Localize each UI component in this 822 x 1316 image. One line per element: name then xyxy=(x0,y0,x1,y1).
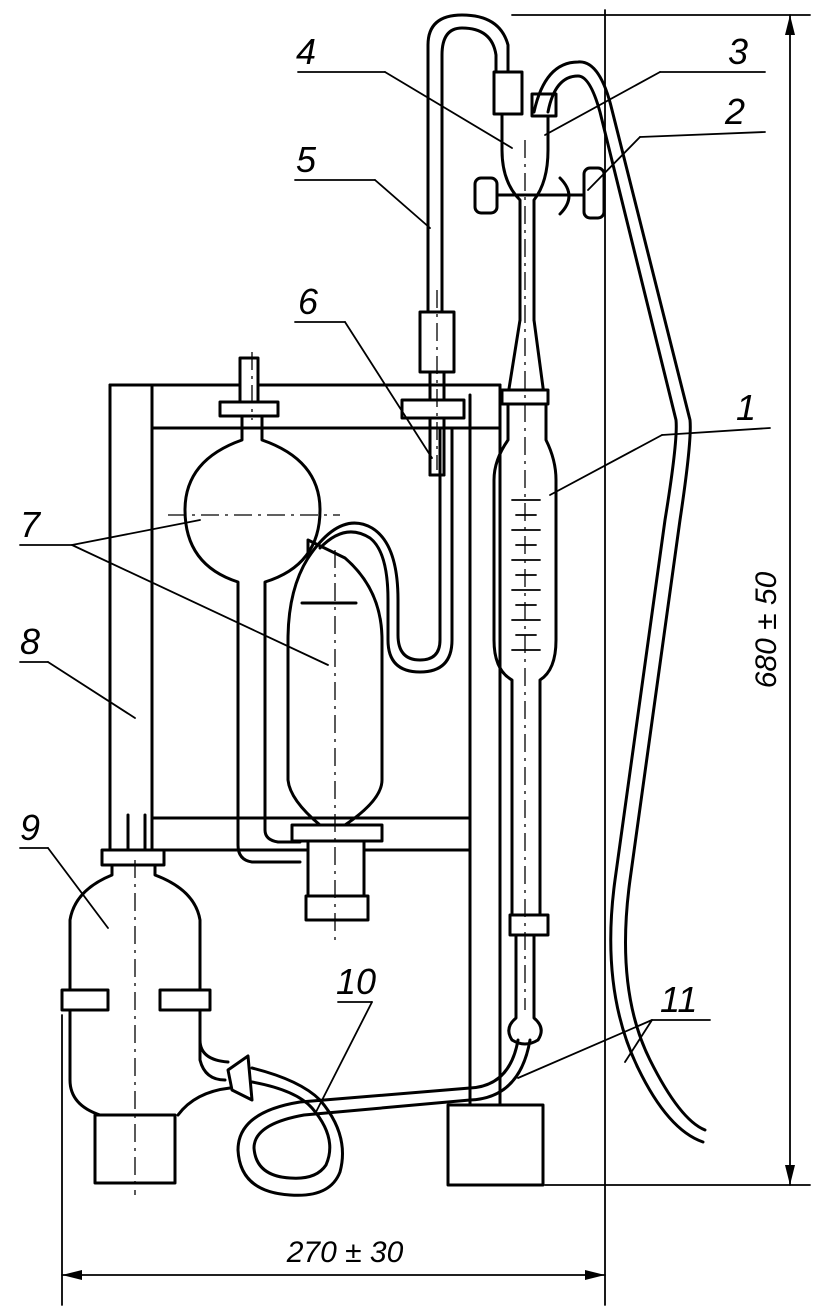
callout-3: 3 xyxy=(728,31,748,72)
callout-11: 11 xyxy=(660,979,697,1020)
callout-5: 5 xyxy=(296,139,317,180)
center-lines xyxy=(134,140,526,1195)
connecting-hose xyxy=(426,13,510,314)
callout-8: 8 xyxy=(20,621,40,662)
leader-lines xyxy=(19,71,771,1113)
callout-9: 9 xyxy=(20,807,40,848)
u-tube xyxy=(306,428,442,662)
long-hose xyxy=(532,60,707,1132)
stand-frame xyxy=(108,383,545,1187)
inlet-tube xyxy=(400,310,466,477)
dimension-lines xyxy=(61,9,811,1306)
callout-1: 1 xyxy=(736,387,756,428)
callout-4: 4 xyxy=(296,31,316,72)
callout-6: 6 xyxy=(298,281,319,322)
callout-2: 2 xyxy=(724,91,745,132)
callout-labels: 1 2 3 4 5 6 7 8 9 10 11 680 ± 50 270 ± 3… xyxy=(20,31,783,1269)
height-dimension-label: 680 ± 50 xyxy=(750,571,783,688)
upper-bulb xyxy=(183,356,322,864)
callout-7: 7 xyxy=(20,504,42,545)
lower-bulb xyxy=(286,538,384,922)
leveling-vessel xyxy=(60,813,232,1185)
flexible-hose xyxy=(226,1054,254,1102)
callout-10: 10 xyxy=(336,961,376,1002)
burette-scale xyxy=(511,499,541,651)
burette xyxy=(473,70,606,1046)
width-dimension-label: 270 ± 30 xyxy=(286,1236,404,1269)
